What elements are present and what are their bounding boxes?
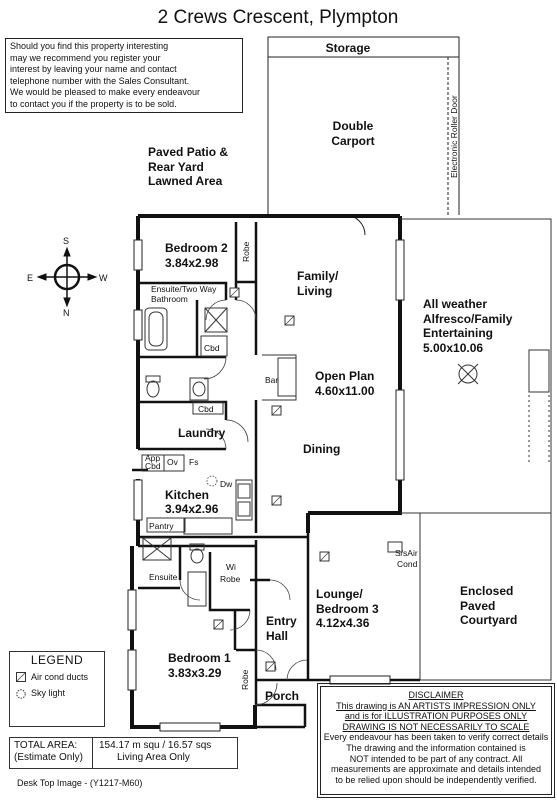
kitchen-label: Kitchen — [165, 488, 209, 502]
disclaimer-line: Every endeavour has been taken to verify… — [323, 732, 549, 743]
footer-image-id: Desk Top Image - (Y1217-M60) — [17, 778, 143, 788]
wi-robe-1: Wi — [226, 562, 236, 572]
carport-outline — [267, 36, 460, 236]
legend-skylight-row: Sky light — [16, 688, 104, 700]
total-area-value: 154.17 m squ / 16.57 sqs Living Area Onl… — [93, 738, 217, 768]
total-area-box: TOTAL AREA: (Estimate Only) 154.17 m squ… — [9, 737, 238, 769]
cbd-label-laundry: Cbd — [198, 404, 214, 414]
app-cbd-1: App — [145, 453, 160, 463]
total-area-label-2: (Estimate Only) — [14, 752, 83, 763]
lounge-label-1: Lounge/ — [316, 587, 363, 601]
family-label-1: Family/ — [297, 269, 339, 283]
alfresco-outline — [400, 218, 552, 681]
compass-n: N — [63, 308, 70, 318]
compass-icon — [36, 246, 98, 308]
notice-line: We would be pleased to make every endeav… — [10, 87, 200, 97]
robe-label-bed2: Robe — [241, 241, 251, 262]
disclaimer-box: DISCLAIMER This drawing is AN ARTISTS IM… — [317, 683, 555, 798]
ensuite-two-way-2: Bathroom — [151, 294, 188, 304]
total-area-value-1: 154.17 m squ / 16.57 sqs — [99, 740, 212, 751]
patio-label-2: Rear Yard — [148, 160, 204, 174]
robe-label-bed1: Robe — [240, 669, 250, 690]
disclaimer-line: NOT intended to be part of any contract.… — [349, 753, 523, 764]
bar-label: Bar — [265, 375, 278, 385]
interior-walls — [132, 222, 420, 729]
bedroom2-size: 3.84x2.98 — [165, 256, 219, 270]
entry-label-2: Hall — [266, 629, 288, 643]
ov-label: Ov — [167, 457, 179, 467]
total-area-value-2: Living Area Only — [117, 752, 190, 763]
legend-skylight-label: Sky light — [31, 688, 66, 698]
disclaimer-line: DRAWING IS NOT NECESSARILY TO SCALE — [342, 721, 530, 732]
notice-line: telephone number with the Sales Consulta… — [10, 75, 190, 86]
cbd-label-ensuite: Cbd — [204, 343, 220, 353]
notice-line: to contact you if the property is to be … — [10, 98, 177, 109]
disclaimer-line: and is for ILLUSTRATION PURPOSES ONLY — [344, 711, 528, 722]
registration-notice: Should you find this property interestin… — [5, 38, 243, 113]
disclaimer-line: This drawing is AN ARTISTS IMPRESSION ON… — [336, 700, 536, 711]
windows — [127, 239, 405, 732]
porch-label: Porch — [265, 689, 299, 703]
alfresco-size: 5.00x10.06 — [423, 341, 483, 355]
pantry-label: Pantry — [149, 521, 174, 531]
bedroom2-label: Bedroom 2 — [165, 241, 228, 255]
lounge-size: 4.12x4.36 — [316, 616, 370, 630]
fs-label: Fs — [189, 457, 198, 467]
dw-label: Dw — [220, 479, 233, 489]
patio-label-3: Lawned Area — [148, 174, 223, 188]
notice-line: may we recommend you register your — [10, 52, 161, 63]
fixtures — [141, 307, 479, 607]
skylight-marker — [206, 475, 218, 487]
ssaircond-2: Cond — [397, 559, 418, 569]
bedroom1-label: Bedroom 1 — [168, 651, 231, 665]
total-area-label-1: TOTAL AREA: — [14, 740, 78, 751]
kitchen-size: 3.94x2.96 — [165, 502, 219, 516]
courtyard-label-3: Courtyard — [460, 613, 517, 627]
app-cbd-2: Cbd — [145, 461, 161, 471]
family-label-2: Living — [297, 284, 332, 298]
courtyard-label-1: Enclosed — [460, 584, 513, 598]
laundry-label: Laundry — [178, 426, 226, 440]
compass-s: S — [63, 236, 69, 246]
compass-w: W — [99, 273, 108, 283]
notice-line: interest by leaving your name and contac… — [10, 64, 177, 74]
aircon-duct-icon — [16, 672, 26, 683]
roller-door-label: Electronic Roller Door — [449, 95, 459, 178]
skylight-icon — [16, 689, 26, 699]
ensuite-label: Ensuite — [149, 572, 178, 582]
wi-robe-2: Robe — [220, 574, 241, 584]
carport-label-2: Carport — [331, 134, 374, 148]
notice-line: Should you find this property interestin… — [10, 41, 169, 51]
compass-e: E — [27, 273, 33, 283]
total-area-label: TOTAL AREA: (Estimate Only) — [10, 738, 93, 768]
open-plan-size: 4.60x11.00 — [315, 384, 375, 398]
disclaimer-line: to be relied upon should be independentl… — [335, 774, 537, 785]
alfresco-label-3: Entertaining — [423, 326, 493, 340]
property-title: 2 Crews Crescent, Plympton — [158, 7, 399, 28]
disclaimer-line: The drawing and the information containe… — [346, 742, 526, 753]
legend-aircon-label: Air cond ducts — [31, 671, 89, 682]
entry-label-1: Entry — [266, 614, 297, 628]
disclaimer-line: measurements are approximate and details… — [330, 764, 542, 775]
carport-label-1: Double — [333, 119, 374, 133]
open-plan-label: Open Plan — [315, 369, 374, 383]
legend: LEGEND Air cond ducts Sky light — [9, 651, 105, 727]
disclaimer-heading: DISCLAIMER — [408, 690, 464, 700]
legend-aircon-row: Air cond ducts — [16, 672, 104, 684]
legend-heading: LEGEND — [30, 653, 84, 667]
lounge-label-2: Bedroom 3 — [316, 602, 379, 616]
aircon-ducts — [213, 287, 330, 672]
ensuite-two-way-1: Ensuite/Two Way — [151, 284, 217, 294]
alfresco-label-2: Alfresco/Family — [423, 312, 513, 326]
bedroom1-size: 3.83x3.29 — [168, 666, 222, 680]
patio-label-1: Paved Patio & — [148, 145, 228, 159]
alfresco-label-1: All weather — [423, 297, 487, 311]
storage-label: Storage — [326, 41, 371, 55]
ssaircond-1: S/sAir — [395, 548, 418, 558]
courtyard-label-2: Paved — [460, 599, 495, 613]
door-swings — [179, 299, 308, 706]
dining-label: Dining — [303, 442, 340, 456]
